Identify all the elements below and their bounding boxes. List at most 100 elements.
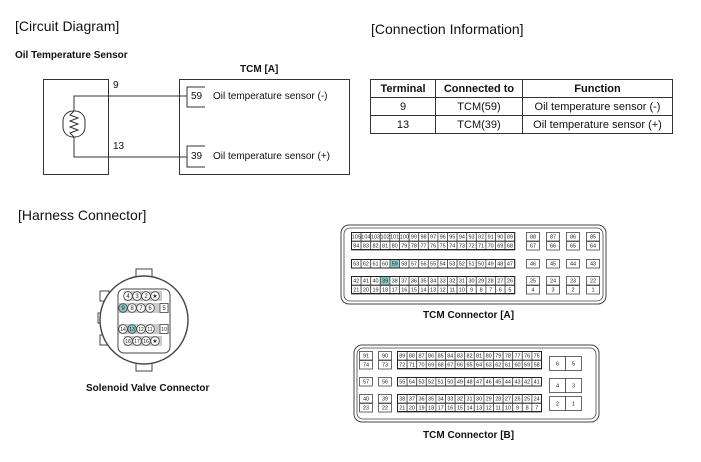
pin-number: 79 <box>495 354 501 360</box>
pin-number: 5 <box>508 288 511 294</box>
pin-number: 62 <box>495 363 501 369</box>
pin-number: 78 <box>505 354 511 360</box>
pin-number: 83 <box>363 244 369 250</box>
tcm-pin-number: 59 <box>191 91 203 102</box>
pin-number: 5 <box>572 361 575 367</box>
pin-number: 65 <box>570 244 576 250</box>
connector-pin: 36 <box>416 394 427 404</box>
col-terminal: Terminal <box>370 79 436 98</box>
blank-pin-icon: ★ <box>150 291 160 301</box>
connector-pin: 14 <box>418 285 429 295</box>
connector-pin: 82 <box>370 241 381 251</box>
connector-pin: 88 <box>526 232 540 242</box>
connector-pin: 97 <box>427 232 439 242</box>
pin-number: 53 <box>418 380 424 386</box>
solenoid-pin: 7 <box>136 303 146 313</box>
connector-pin: 74 <box>447 241 458 251</box>
connector-pin: 39 <box>379 276 391 286</box>
connector-pin: 24 <box>531 394 542 404</box>
pin-number: 64 <box>476 363 482 369</box>
connector-pin: 90 <box>495 232 506 242</box>
connector-pin: 75 <box>437 241 448 251</box>
connector-pin: 21 <box>397 403 408 413</box>
pin-number: 67 <box>447 363 453 369</box>
connector-pin: 15 <box>408 285 420 295</box>
solenoid-pin: 13 <box>127 324 137 334</box>
connector-pin: 50 <box>445 377 456 387</box>
connector-pin: 26 <box>512 394 523 404</box>
tcm-pin-bracket <box>186 145 205 168</box>
connector-pin: 22 <box>586 276 600 286</box>
pin-number: 91 <box>488 235 494 241</box>
pin-number: 30 <box>468 279 474 285</box>
pin-number: 97 <box>430 235 436 241</box>
tcm-b-caption: TCM Connector [B] <box>423 430 515 441</box>
sensor-pin-label: 13 <box>113 141 125 152</box>
pin-number: 82 <box>372 244 378 250</box>
connector-pin: 46 <box>483 377 494 387</box>
pin-number: 9 <box>516 406 519 412</box>
connector-pin: 59 <box>389 259 400 269</box>
connector-pin: 87 <box>416 351 427 361</box>
connector-pin: 42 <box>521 377 533 387</box>
pin-number: 92 <box>478 235 484 241</box>
pin-number: 17 <box>438 406 444 412</box>
cell-function: Oil temperature sensor (-) <box>522 97 673 116</box>
pin-number: 37 <box>401 279 407 285</box>
pin-number: 7 <box>489 288 492 294</box>
connector-pin: 6 <box>495 285 506 295</box>
pin-number: 66 <box>550 244 556 250</box>
pin-number: 42 <box>353 279 359 285</box>
connector-pin: 20 <box>406 403 418 413</box>
connector-pin: 89 <box>504 232 516 242</box>
connector-pin: 12 <box>437 285 448 295</box>
connector-pin: 67 <box>445 360 456 370</box>
pin-number: 24 <box>534 397 540 403</box>
pin-number: 40 <box>372 279 378 285</box>
connector-pin: 44 <box>566 259 580 269</box>
pin-number: 63 <box>353 262 359 268</box>
pin-number: 75 <box>440 244 446 250</box>
pin-number: 6 <box>499 288 502 294</box>
pin-number: 60 <box>514 363 520 369</box>
connector-pin: 11 <box>447 285 458 295</box>
pin-number: 64 <box>590 244 596 250</box>
connector-pin: 50 <box>475 259 487 269</box>
pin-number: 84 <box>353 244 359 250</box>
connector-pin: 61 <box>370 259 381 269</box>
connector-pin: 17 <box>435 403 446 413</box>
connector-pin: 55 <box>427 259 439 269</box>
pin-number: 28 <box>488 279 494 285</box>
pin-number: 55 <box>399 380 405 386</box>
connector-pin: 79 <box>493 351 504 361</box>
connector-pin: 53 <box>447 259 458 269</box>
pin-number: 56 <box>382 380 388 386</box>
tcm-pin-label: Oil temperature sensor (+) <box>213 151 330 162</box>
connector-pin: 73 <box>378 360 392 370</box>
pin-number: 29 <box>478 279 484 285</box>
connector-pin: 4 <box>526 285 540 295</box>
pin-number: 23 <box>570 279 576 285</box>
connector-pin: 23 <box>566 276 580 286</box>
pin-number: 71 <box>478 244 484 250</box>
pin-number: 33 <box>447 397 453 403</box>
connector-pin: 92 <box>475 232 487 242</box>
pin-number: 6 <box>556 361 559 367</box>
pin-number: 3 <box>135 294 139 300</box>
connector-pin: 100 <box>399 232 410 242</box>
pin-number: 3 <box>551 288 554 294</box>
pin-number: 27 <box>505 397 511 403</box>
pin-number: 51 <box>468 262 474 268</box>
connector-pin: 71 <box>406 360 418 370</box>
pin-number: 14 <box>466 406 472 412</box>
pin-number: 77 <box>420 244 426 250</box>
connector-pin: 82 <box>464 351 475 361</box>
connector-pin: 67 <box>526 241 540 251</box>
pin-number: 55 <box>430 262 436 268</box>
pin-number: 31 <box>466 397 472 403</box>
pin-number: 5 <box>162 306 166 312</box>
pin-number: 53 <box>449 262 455 268</box>
pin-number: 28 <box>495 397 501 403</box>
pin-number: 13 <box>430 288 436 294</box>
